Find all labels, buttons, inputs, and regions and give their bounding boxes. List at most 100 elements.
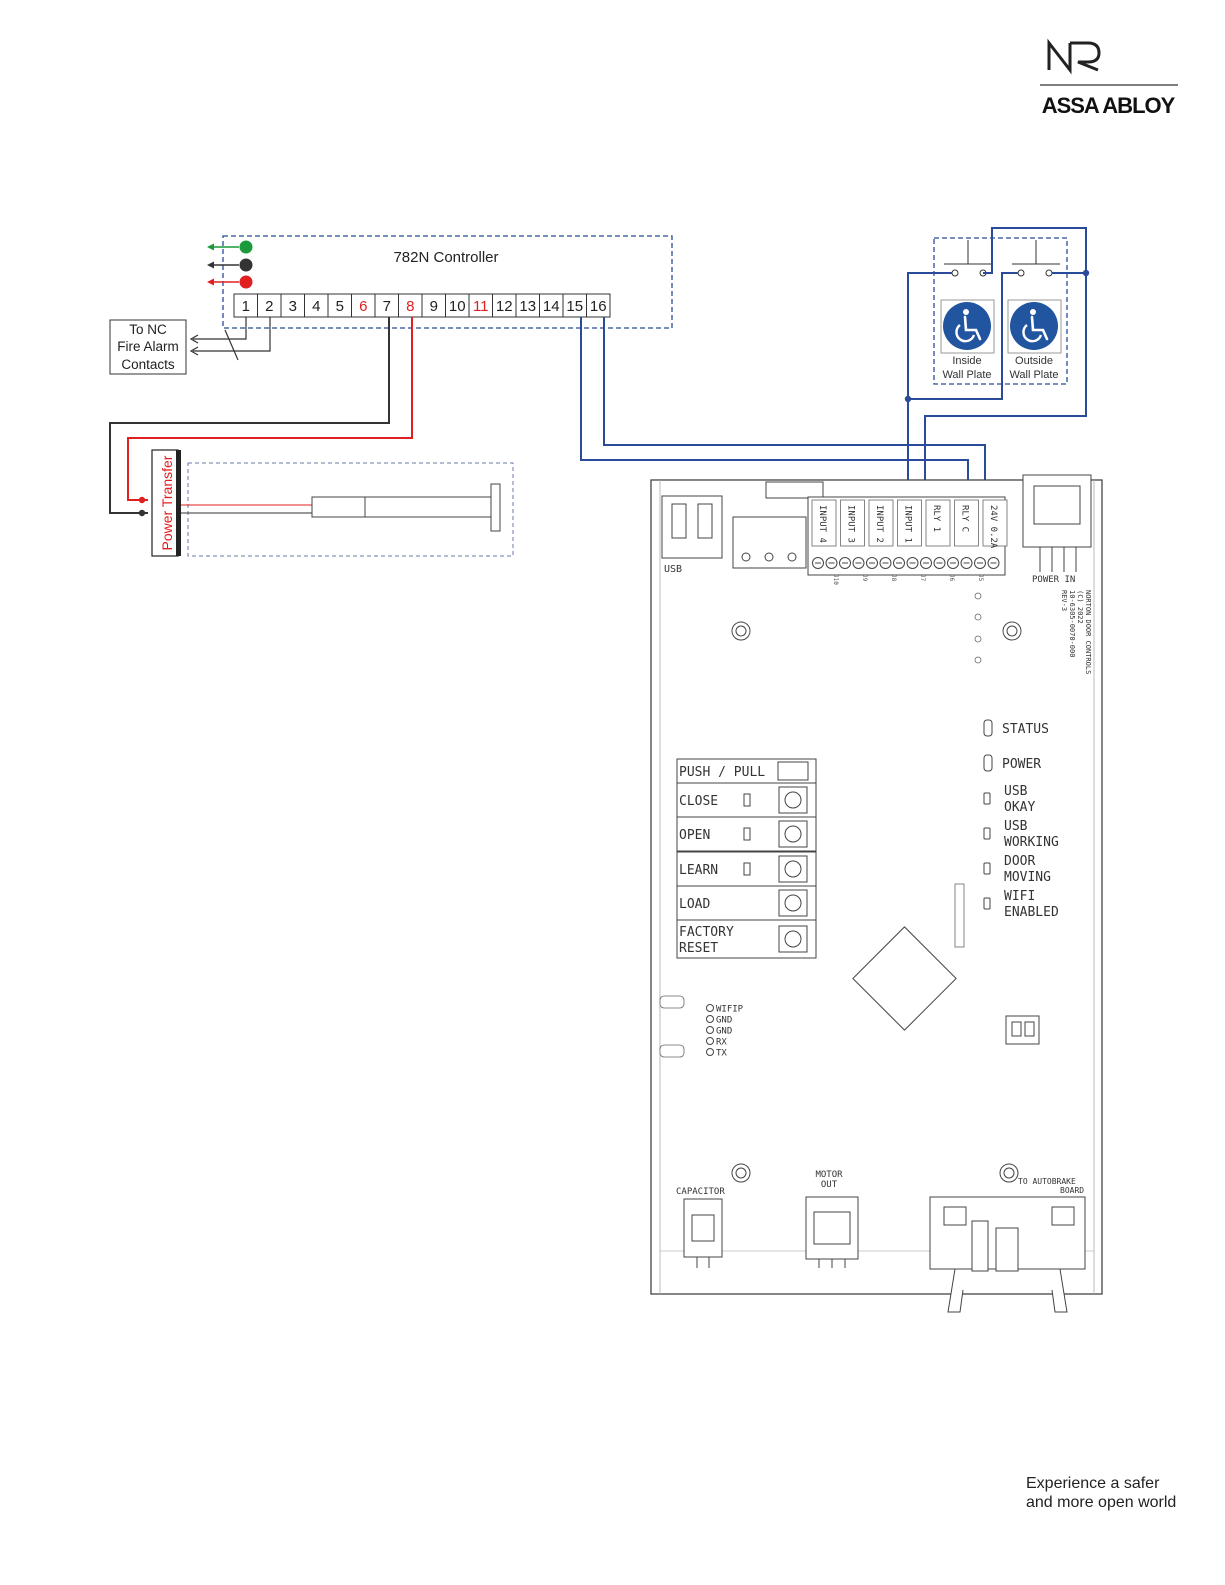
terminal-13: 13	[519, 298, 536, 315]
board-terminal-slot	[954, 499, 979, 547]
wifi-module	[954, 883, 965, 948]
header-pin-label: GND	[716, 1027, 732, 1037]
led-indicator-icon	[983, 719, 993, 737]
board-terminal-label: INPUT 1	[903, 505, 913, 543]
board-terminal-label: INPUT 3	[846, 505, 856, 543]
header-pin-icon	[706, 1037, 714, 1045]
power-in-connector	[1022, 474, 1092, 572]
button-cap-icon[interactable]	[784, 791, 802, 809]
button-cap-icon[interactable]	[784, 825, 802, 843]
header-pin-label: TX	[716, 1049, 727, 1059]
led-indicator-icon	[983, 754, 993, 772]
connector-label: J7	[919, 574, 926, 582]
board-terminal-label: 24V 0.2A	[988, 505, 998, 549]
terminal-15: 15	[566, 298, 583, 315]
terminal-5: 5	[336, 298, 344, 315]
led-label-line2: WORKING	[1004, 835, 1059, 850]
brand-logo: ASSA ABLOY	[1040, 38, 1178, 118]
usb-port-icon	[661, 495, 723, 559]
button-cap-icon[interactable]	[784, 860, 802, 878]
controller-title: 782N Controller	[393, 249, 498, 266]
board-terminal-slot	[811, 499, 837, 547]
wall-plates: Inside Wall Plate Outside Wall Plate	[933, 237, 1068, 385]
inside-plate-label-2: Wall Plate	[942, 369, 991, 381]
terminal-11: 11	[473, 298, 489, 315]
terminal-12: 12	[496, 298, 513, 315]
header-pin-icon	[706, 1048, 714, 1056]
controller-leds	[207, 240, 253, 289]
terminal-2: 2	[265, 298, 273, 315]
header-pin-icon	[706, 1026, 714, 1034]
terminal-8: 8	[406, 298, 414, 315]
connector-label: J6	[948, 574, 955, 582]
led-label-line2: OKAY	[1004, 800, 1035, 815]
black-led-icon	[207, 258, 253, 272]
button-cap-icon[interactable]	[784, 930, 802, 948]
inside-wheelchair-icon	[943, 302, 991, 350]
led-label-line1: DOOR	[1004, 854, 1035, 869]
outside-wheelchair-icon	[1010, 302, 1058, 350]
power-transfer-label: Power Transfer	[159, 455, 175, 550]
motor-out-label-1: MOTOR	[815, 1170, 843, 1180]
header-pin-label: RX	[716, 1038, 727, 1048]
header-pin-label: WIFIP	[716, 1005, 744, 1015]
button-label: CLOSE	[679, 794, 718, 809]
terminal-14: 14	[543, 298, 560, 315]
fire-alarm-line3: Contacts	[121, 357, 175, 372]
connector-label: J5	[977, 574, 984, 582]
tagline-line-1: Experience a safer	[1026, 1475, 1160, 1492]
button-label: OPEN	[679, 828, 710, 843]
outside-plate-label-2: Wall Plate	[1009, 369, 1058, 381]
manufacturer-text: NORTON DOOR CONTROLS (C) 2022 10-6305-00…	[1060, 590, 1092, 674]
fire-alarm-line2: Fire Alarm	[117, 339, 179, 354]
board-terminal-label: RLY 1	[931, 505, 941, 532]
status-leds: STATUSPOWERUSBOKAYUSBWORKINGDOORMOVINGWI…	[983, 719, 1059, 920]
power-in-label: POWER IN	[1032, 575, 1075, 585]
led-label-line1: USB	[1004, 819, 1028, 834]
mfr-line-4: REV-3	[1060, 590, 1068, 611]
connector-label: J9	[861, 574, 868, 582]
board-terminal-label: RLY C	[960, 505, 970, 532]
side-slots	[659, 995, 685, 1058]
button-led-icon	[743, 793, 751, 807]
button-label-line2: RESET	[679, 941, 718, 956]
inside-switch-icon	[944, 240, 992, 277]
power-transfer: Power Transfer	[151, 449, 514, 557]
control-buttons: PUSH / PULLCLOSEOPENLEARNLOADFACTORYRESE…	[676, 758, 817, 959]
board-terminal-slot	[982, 499, 1008, 547]
board-terminal-slot	[840, 499, 865, 547]
red-led-icon	[207, 275, 253, 289]
motor-out-label-2: OUT	[821, 1180, 838, 1190]
battery-connector	[1005, 1015, 1040, 1045]
terminal-10: 10	[449, 298, 466, 315]
connector-label: J10	[832, 574, 839, 585]
terminal-16: 16	[590, 298, 607, 315]
connector-label: J8	[890, 574, 897, 582]
config-connector	[732, 481, 824, 569]
led-indicator-icon	[983, 827, 991, 840]
button-label: PUSH / PULL	[679, 765, 765, 780]
board-terminal-slot	[868, 499, 894, 547]
test-points	[974, 592, 982, 664]
led-label-line1: POWER	[1002, 757, 1041, 772]
header-pin-label: GND	[716, 1016, 732, 1026]
capacitor-label: CAPACITOR	[676, 1187, 725, 1197]
push-pull-switch[interactable]	[777, 761, 809, 781]
header-pin-icon	[706, 1004, 714, 1012]
button-cap-icon[interactable]	[784, 894, 802, 912]
microcontroller-chip	[852, 926, 957, 1031]
power-transfer-wires	[109, 317, 413, 517]
nr-logo-icon	[1047, 38, 1101, 75]
button-led-icon	[743, 827, 751, 841]
button-label-line1: FACTORY	[679, 925, 734, 940]
terminal-4: 4	[312, 298, 320, 315]
board-terminal-label: INPUT 4	[817, 505, 827, 543]
company-name: ASSA ABLOY	[1042, 93, 1176, 118]
tactile-button[interactable]	[778, 925, 808, 953]
green-led-icon	[207, 240, 253, 254]
mounting-holes	[731, 621, 1022, 1183]
terminal-7: 7	[383, 298, 391, 315]
